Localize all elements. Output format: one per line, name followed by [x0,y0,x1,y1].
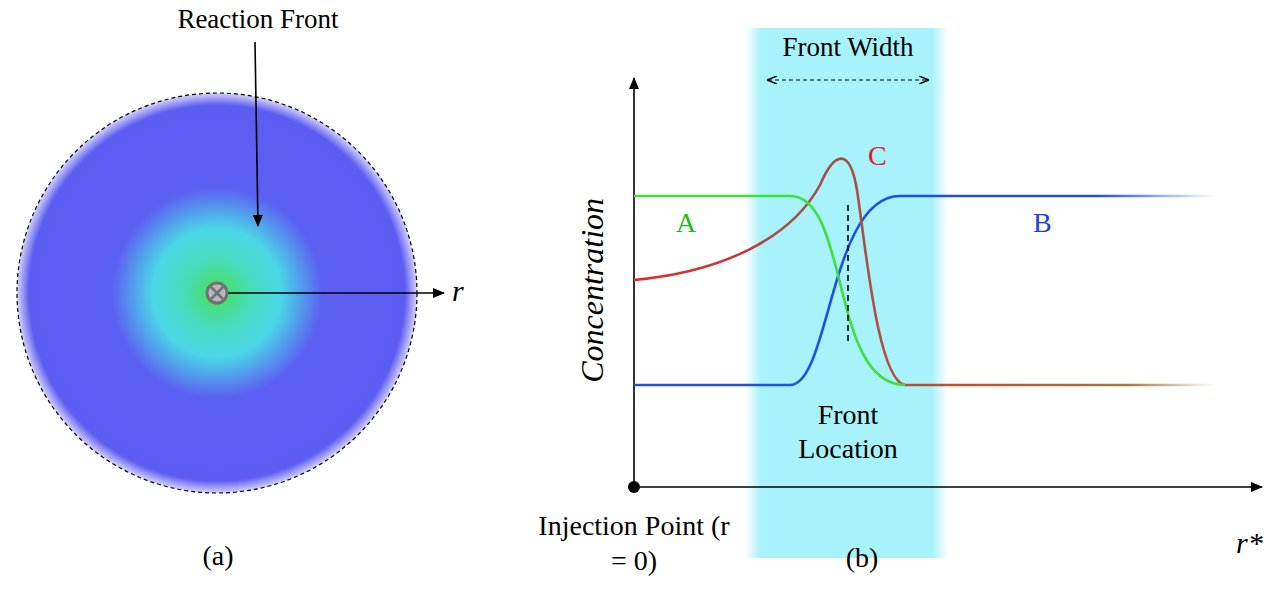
curve-c [634,159,1215,385]
panel-label: (b) [846,542,879,574]
origin-dot [628,481,640,493]
curve-b [634,196,1215,385]
band-label: Front Width [782,32,913,63]
callout-label: Reaction Front [177,4,338,35]
axis-label: r [452,274,464,309]
width-arrow [768,79,928,80]
curve-label: A [676,207,696,239]
curve-label: C [868,140,887,172]
panel-label: (a) [202,540,233,572]
front-band [745,28,948,558]
origin-label: Injection Point (r = 0) [534,508,734,578]
injection-symbol [207,283,227,303]
y-axis [633,78,635,487]
injection-cross [211,287,223,299]
axis-label: Concentration [574,198,611,383]
axis-label: r* [1236,526,1263,561]
x-axis [634,486,1262,488]
radius-arrow [217,292,444,294]
curve-a [634,196,905,385]
leader-arrow [255,42,258,226]
front-location-line [847,205,849,345]
front-location-label: Front Location [778,398,918,465]
curve-label: B [1033,207,1052,239]
